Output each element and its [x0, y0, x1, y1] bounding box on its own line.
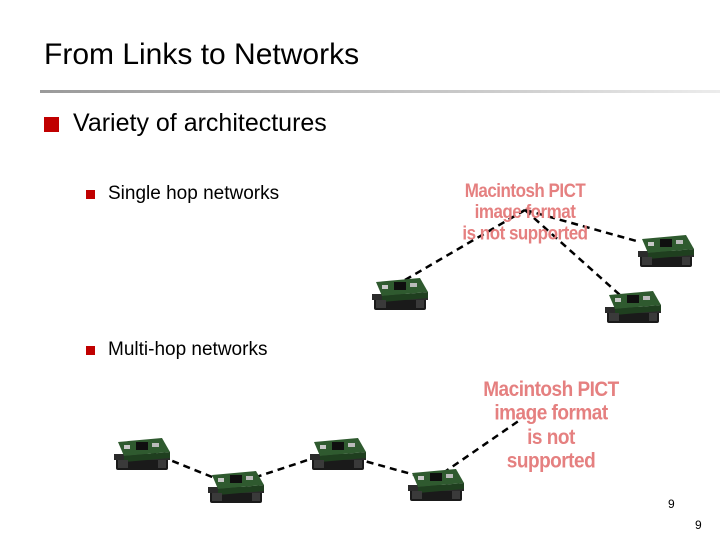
- sensor-mote-icon: [408, 469, 464, 501]
- pict-line: Macintosh PICT: [483, 378, 619, 402]
- sensor-mote-icon: [372, 278, 428, 310]
- sensor-mote-icon: [114, 438, 170, 470]
- pict-placeholder-1: Macintosh PICT image format is not suppo…: [452, 180, 598, 244]
- bullet-square: [44, 117, 59, 132]
- sensor-mote-icon: [208, 471, 264, 503]
- sensor-mote-icon: [310, 438, 366, 470]
- sub-bullet-multi-hop: Multi-hop networks: [86, 339, 267, 361]
- pict-line: Macintosh PICT: [464, 180, 586, 202]
- page-number-footer: 9: [695, 518, 702, 532]
- sensor-mote-icon: [638, 235, 694, 267]
- bullet-main: Variety of architectures: [44, 109, 327, 138]
- sub-bullet-square: [86, 189, 95, 199]
- page-number: 9: [668, 497, 675, 511]
- title-divider: [40, 90, 720, 93]
- pict-line: is not supported: [462, 222, 588, 244]
- pict-line: image format: [494, 401, 608, 426]
- sensor-mote-icon: [605, 291, 661, 323]
- pict-placeholder-2: Macintosh PICT image format is not suppo…: [482, 378, 620, 473]
- slide-title: From Links to Networks: [44, 38, 360, 71]
- pict-line: is not supported: [506, 425, 596, 473]
- sub-bullet-text: Multi-hop networks: [108, 339, 268, 360]
- link-line: [524, 208, 641, 244]
- sub-bullet-square: [86, 345, 95, 355]
- pict-line: image format: [474, 201, 576, 223]
- sub-bullet-single-hop: Single hop networks: [86, 183, 279, 205]
- link-line: [524, 209, 621, 296]
- sub-bullet-text: Single hop networks: [108, 183, 280, 204]
- bullet-main-text: Variety of architectures: [73, 109, 327, 137]
